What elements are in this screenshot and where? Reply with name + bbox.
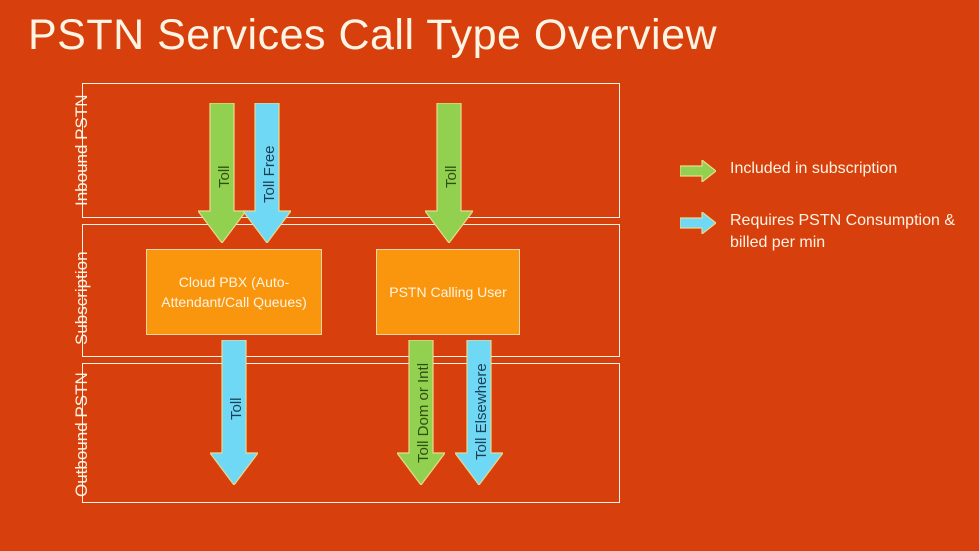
panel-outbound-pstn	[82, 363, 620, 503]
row-label-inbound-pstn: Inbound PSTN	[72, 94, 91, 206]
row-label-subscription: Subscription	[72, 251, 91, 345]
arrow-outbound-toll-dom-intl-green	[397, 340, 445, 485]
arrow-inbound-tollfree-blue	[243, 103, 291, 243]
page-title: PSTN Services Call Type Overview	[28, 11, 718, 59]
panel-inbound-pstn	[82, 83, 620, 218]
panel-subscription	[82, 224, 620, 357]
box-cloud-pbx[interactable]: Cloud PBX (Auto-Attendant/Call Queues)	[146, 249, 322, 335]
legend-label-requires-consumption: Requires PSTN Consumption & billed per m…	[730, 212, 955, 251]
arrow-outbound-toll-blue	[210, 340, 258, 485]
box-pstn-calling-user[interactable]: PSTN Calling User	[376, 249, 520, 335]
arrow-inbound-toll-green-2	[425, 103, 473, 243]
right-arrow-icon	[680, 160, 716, 182]
legend-label-included: Included in subscription	[730, 160, 898, 177]
row-label-outbound-pstn: Outbound PSTN	[72, 372, 91, 497]
legend-item-included: Included in subscription	[680, 158, 960, 184]
arrow-inbound-toll-green	[198, 103, 246, 243]
right-arrow-icon	[680, 212, 716, 234]
arrow-outbound-toll-elsewhere-blue	[455, 340, 503, 485]
legend-item-requires-consumption: Requires PSTN Consumption & billed per m…	[680, 210, 960, 254]
legend: Included in subscription Requires PSTN C…	[680, 158, 960, 280]
